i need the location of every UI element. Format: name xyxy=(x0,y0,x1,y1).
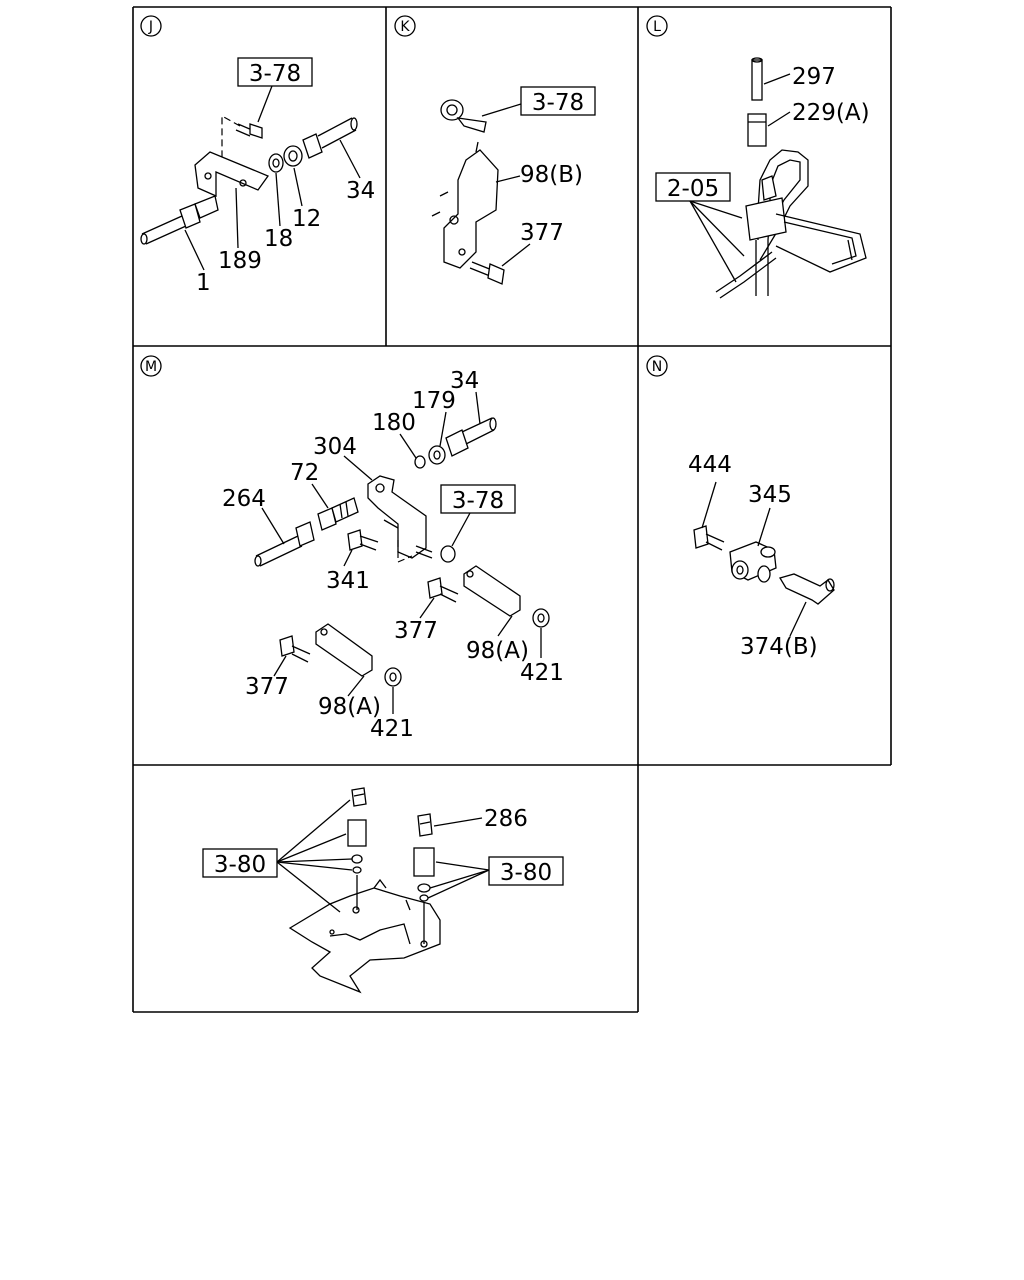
stud-part xyxy=(415,545,456,563)
svg-text:3-80: 3-80 xyxy=(214,852,266,878)
bolt-part-444 xyxy=(693,525,725,551)
reference-box-3-78: 3-78 xyxy=(520,86,596,116)
bolt-part-377 xyxy=(279,635,311,663)
pipe-part-264 xyxy=(254,521,315,567)
label-98a: 98(A) xyxy=(318,694,381,720)
svg-text:3-78: 3-78 xyxy=(452,488,504,514)
svg-text:N: N xyxy=(652,359,662,375)
svg-text:L: L xyxy=(653,19,661,35)
label-374b: 374(B) xyxy=(740,634,818,660)
label-1: 1 xyxy=(196,270,211,296)
section-marker-k: K xyxy=(394,15,416,37)
bracket-part-304 xyxy=(367,475,427,559)
washer-part-18 xyxy=(268,153,284,173)
bolt-part xyxy=(235,123,263,139)
pipe-part-1 xyxy=(140,195,219,245)
reference-box-3-78: 3-78 xyxy=(440,484,516,514)
panel-bottom: 3-80 3-80 286 xyxy=(202,787,564,994)
bracket-part-98b xyxy=(431,141,499,269)
label-18: 18 xyxy=(264,226,293,252)
label-341: 341 xyxy=(326,568,370,594)
svg-text:3-78: 3-78 xyxy=(532,90,584,116)
pipe-part-34 xyxy=(302,117,358,159)
reference-box-3-78: 3-78 xyxy=(237,57,313,87)
label-444: 444 xyxy=(688,452,732,478)
label-286: 286 xyxy=(484,806,528,832)
label-98b: 98(B) xyxy=(520,162,583,188)
label-98a: 98(A) xyxy=(466,638,529,664)
svg-text:M: M xyxy=(145,359,157,375)
left-fastener-stack xyxy=(347,787,367,874)
right-fastener-stack xyxy=(413,813,435,902)
fitting-part-229a xyxy=(747,113,767,147)
bracket-part-189 xyxy=(194,151,270,198)
bolt-part-377 xyxy=(427,577,459,603)
label-229a: 229(A) xyxy=(792,100,870,126)
label-34: 34 xyxy=(346,178,375,204)
svg-text:K: K xyxy=(400,19,410,35)
pipe-part-34 xyxy=(445,417,497,457)
label-377: 377 xyxy=(394,618,438,644)
panel-frames xyxy=(132,6,892,1013)
reference-box-3-80: 3-80 xyxy=(202,848,278,878)
label-421: 421 xyxy=(520,660,564,686)
panel-m: M xyxy=(140,355,564,742)
mounting-bracket-plate xyxy=(288,875,441,994)
nut-part-421 xyxy=(384,667,402,687)
washer-part-180 xyxy=(414,455,426,469)
label-179: 179 xyxy=(412,388,456,414)
section-marker-j: J xyxy=(140,15,162,37)
nut-part-179 xyxy=(428,445,446,465)
label-264: 264 xyxy=(222,486,266,512)
section-marker-n: N xyxy=(646,355,668,377)
label-72: 72 xyxy=(290,460,319,486)
panel-k: K 3-78 98(B) 377 xyxy=(394,15,596,285)
elbow-part-374b xyxy=(779,573,835,605)
panel-n: N 444 345 374(B) xyxy=(646,355,835,660)
bracket-part-98a xyxy=(463,565,521,617)
label-180: 180 xyxy=(372,410,416,436)
frame-member xyxy=(775,213,867,273)
panel-l: L 2-05 xyxy=(646,15,870,299)
svg-text:3-80: 3-80 xyxy=(500,860,552,886)
fitting-part-72 xyxy=(317,497,359,531)
section-marker-l: L xyxy=(646,15,668,37)
bolt-part-341 xyxy=(347,529,379,551)
label-421: 421 xyxy=(370,716,414,742)
tee-fitting-part-345 xyxy=(729,541,777,583)
label-297: 297 xyxy=(792,64,836,90)
section-marker-m: M xyxy=(140,355,162,377)
nut-part-421 xyxy=(532,608,550,628)
pipe-assembly xyxy=(715,149,809,299)
label-304: 304 xyxy=(313,434,357,460)
pin-part-297 xyxy=(751,57,763,101)
panel-j: J 3-78 xyxy=(140,15,375,296)
bolt-part-377 xyxy=(469,261,505,285)
label-12: 12 xyxy=(292,206,321,232)
svg-text:3-78: 3-78 xyxy=(249,61,301,87)
label-189: 189 xyxy=(218,248,262,274)
reference-box-2-05: 2-05 xyxy=(655,172,731,202)
nut-part-12 xyxy=(283,145,303,167)
svg-text:J: J xyxy=(148,19,153,35)
clip-part xyxy=(440,99,487,133)
bracket-part-98a xyxy=(315,623,373,677)
label-34: 34 xyxy=(450,368,479,394)
label-377: 377 xyxy=(245,674,289,700)
label-345: 345 xyxy=(748,482,792,508)
reference-box-3-80: 3-80 xyxy=(488,856,564,886)
label-377: 377 xyxy=(520,220,564,246)
svg-text:2-05: 2-05 xyxy=(667,176,719,202)
